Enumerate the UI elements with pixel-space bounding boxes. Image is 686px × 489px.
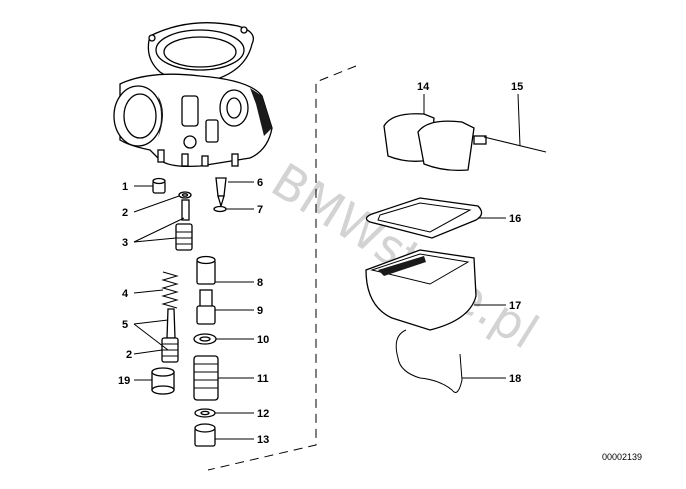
part-12-washer (194, 408, 216, 418)
callout-2: 2 (122, 207, 128, 219)
callout-1: 1 (122, 181, 128, 193)
leader-lines (133, 93, 521, 440)
part-6-float-needle (215, 177, 227, 209)
callout-11: 11 (257, 373, 269, 385)
callout-17: 17 (509, 300, 521, 312)
part-1-jet-plug (152, 177, 166, 194)
callout-9: 9 (257, 305, 263, 317)
part-19-sleeve (151, 367, 175, 395)
callout-18: 18 (509, 373, 521, 385)
callout-19: 19 (118, 375, 130, 387)
part-13-plug-nut (194, 423, 216, 447)
callout-7: 7 (257, 204, 263, 216)
callout-3: 3 (122, 237, 128, 249)
part-4-spring (161, 271, 179, 309)
callout-6: 6 (257, 177, 263, 189)
part-15-float-pin (483, 136, 547, 153)
part-2-washer (178, 191, 192, 199)
callout-14: 14 (417, 81, 430, 93)
part-17-float-bowl (365, 249, 477, 331)
callout-5: 5 (122, 319, 128, 331)
callout-10: 10 (257, 334, 269, 346)
part-3-pilot-jet (175, 199, 193, 251)
part-9-jet-holder (196, 289, 216, 325)
callout-12: 12 (257, 408, 269, 420)
callout-labels: 1 2 3 4 5 2 19 6 7 8 9 10 11 12 13 14 15… (118, 81, 523, 446)
part-5-idle-screw (166, 308, 176, 339)
part-18-retaining-clip (395, 329, 463, 393)
part-16-gasket (365, 197, 483, 239)
group-bracket-line (207, 65, 357, 471)
part-11-threaded-body (193, 355, 219, 401)
part-10-washer (193, 333, 217, 345)
callout-16: 16 (509, 213, 521, 225)
part-7-clip (213, 205, 227, 213)
callout-8: 8 (257, 277, 263, 289)
carburetor-body (113, 22, 273, 168)
part-2-threaded-screw (161, 337, 179, 363)
part-8-needle-jet (196, 255, 216, 285)
callout-15: 15 (511, 81, 523, 93)
catalog-number: 00002139 (602, 452, 642, 462)
callout-4: 4 (122, 288, 129, 300)
callout-13: 13 (257, 434, 269, 446)
part-14-floats (383, 113, 487, 172)
callout-2-second: 2 (126, 349, 132, 361)
